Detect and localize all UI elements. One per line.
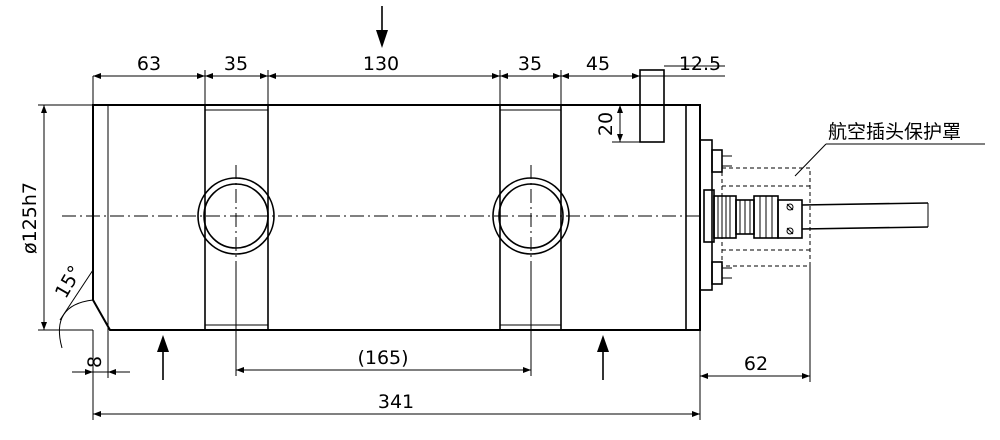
- chamfer-width-dimension: [72, 330, 130, 378]
- chamfer-angle-dimension: [58, 269, 94, 349]
- dim-130: 130: [363, 53, 399, 75]
- dim-8: 8: [84, 356, 106, 368]
- dim-62: 62: [744, 353, 768, 375]
- dim-341: 341: [378, 391, 414, 413]
- dim-35-left: 35: [224, 53, 248, 75]
- dim-45: 45: [586, 53, 610, 75]
- dim-35-right: 35: [518, 53, 542, 75]
- connector-cover-outline: [721, 167, 811, 267]
- bore-span-dimension: [235, 268, 532, 376]
- dim-angle-15: 15°: [51, 262, 87, 302]
- dim-63: 63: [137, 53, 161, 75]
- support-arrow-right: [597, 335, 609, 380]
- connector-cover-label: 航空插头保护罩: [828, 121, 961, 143]
- dim-20: 20: [595, 112, 617, 136]
- load-arrow-top: [376, 6, 388, 48]
- connector-cover-leader: [794, 143, 985, 177]
- connector-length-dimension: [699, 266, 811, 420]
- overall-length-dimension: [92, 330, 700, 420]
- dim-165: (165): [357, 347, 408, 369]
- dim-12-5: 12.5: [679, 53, 721, 75]
- slot-depth-dimension: [612, 105, 640, 143]
- support-arrow-left: [157, 335, 169, 380]
- aviation-connector: [699, 139, 929, 291]
- dim-diameter-125: ø125h7: [19, 182, 41, 254]
- diameter-dimension: [38, 104, 93, 331]
- top-slot: [639, 69, 665, 143]
- top-dimension-chain: [92, 65, 725, 105]
- cylinder-body: [92, 69, 701, 331]
